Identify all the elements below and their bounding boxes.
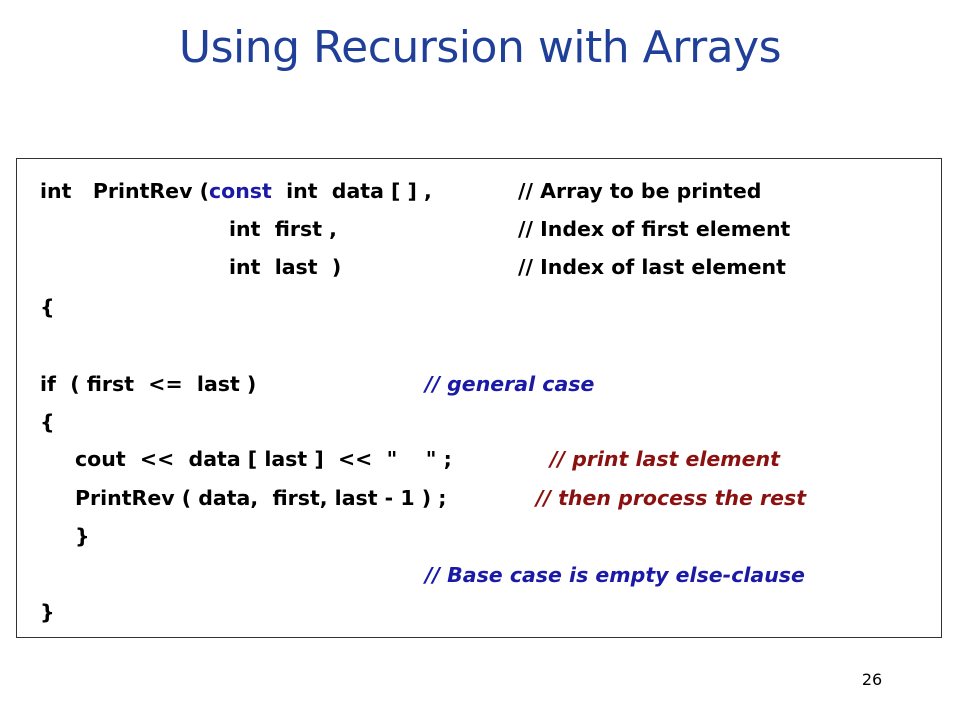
page-number: 26 <box>861 670 883 689</box>
comment-general-case: // general case <box>425 372 595 396</box>
comment-first: // Index of first element <box>518 217 791 241</box>
code-token: int data [ ] , <box>271 179 432 203</box>
open-brace-if: { <box>40 410 55 434</box>
slide-title: Using Recursion with Arrays <box>178 22 782 73</box>
comment-last: // Index of last element <box>518 255 786 279</box>
code-line-3-text: int last ) <box>229 255 342 279</box>
code-token: int PrintRev ( <box>40 179 209 203</box>
code-line-7-text: cout << data [ last ] << " " ; <box>75 447 452 471</box>
code-line-5-text: if ( first <= last ) <box>40 372 257 396</box>
code-line-2-text: int first , <box>229 217 337 241</box>
close-brace-function: } <box>40 600 55 624</box>
comment-print-last: // print last element <box>550 447 780 471</box>
close-brace-if: } <box>75 524 90 548</box>
comment-array: // Array to be printed <box>518 179 762 203</box>
code-line-1-text: int PrintRev (const int data [ ] , <box>40 179 432 203</box>
comment-base-case: // Base case is empty else-clause <box>425 563 805 587</box>
code-line-8-text: PrintRev ( data, first, last - 1 ) ; <box>75 486 447 510</box>
open-brace-function: { <box>40 295 55 319</box>
keyword-const: const <box>208 179 272 203</box>
code-box <box>16 158 942 638</box>
comment-process-rest: // then process the rest <box>536 486 807 510</box>
